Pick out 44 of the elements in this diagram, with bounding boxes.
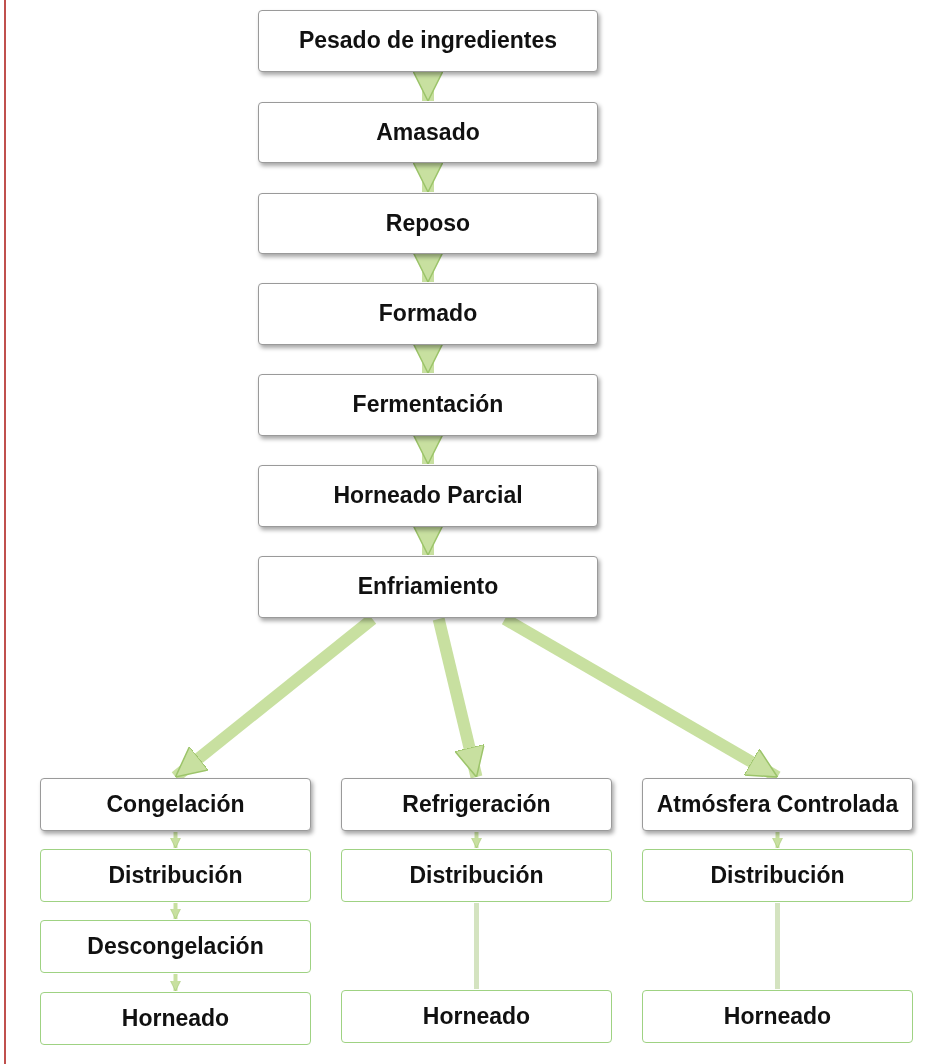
process-box	[258, 556, 598, 618]
process-box	[258, 374, 598, 436]
block-arrow	[772, 832, 783, 849]
block-arrow	[170, 903, 181, 920]
step-label: Amasado	[376, 119, 480, 146]
step-box	[642, 849, 913, 902]
process-box	[258, 193, 598, 254]
step-label: Congelación	[106, 791, 245, 818]
connector-line	[474, 903, 479, 989]
step-label: Descongelación	[87, 933, 264, 960]
step-label: Horneado	[723, 1003, 832, 1030]
step-label: Distribución	[710, 862, 845, 889]
step-label: Fermentación	[352, 392, 504, 418]
process-box	[642, 778, 913, 831]
step-label: Horneado Parcial	[333, 483, 523, 509]
step-label: Enfriamiento	[357, 574, 499, 600]
step-box	[341, 849, 612, 902]
step-label: Horneado	[121, 1005, 230, 1032]
process-box	[40, 778, 311, 831]
process-box	[258, 283, 598, 345]
block-arrow	[170, 832, 181, 849]
block-arrow	[170, 974, 181, 992]
step-box	[642, 990, 913, 1043]
step-box	[40, 849, 311, 902]
block-arrow	[471, 832, 482, 849]
block-arrow	[412, 70, 444, 102]
step-label: Atmósfera Controlada	[656, 791, 899, 818]
step-label: Distribución	[409, 862, 544, 889]
step-box	[40, 920, 311, 973]
step-box	[341, 990, 612, 1043]
block-arrow	[432, 617, 485, 779]
step-label: Pesado de ingredientes	[298, 28, 558, 54]
process-box	[258, 465, 598, 527]
step-box	[40, 992, 311, 1045]
step-label: Horneado	[422, 1003, 531, 1030]
step-label: Reposo	[385, 210, 471, 237]
process-box	[258, 102, 598, 163]
process-box	[341, 778, 612, 831]
process-box	[258, 10, 598, 72]
step-label: Distribución	[108, 862, 243, 889]
block-arrow	[412, 161, 444, 193]
step-label: Refrigeración	[402, 791, 551, 818]
connector-line	[775, 903, 780, 989]
step-label: Formado	[378, 301, 478, 327]
